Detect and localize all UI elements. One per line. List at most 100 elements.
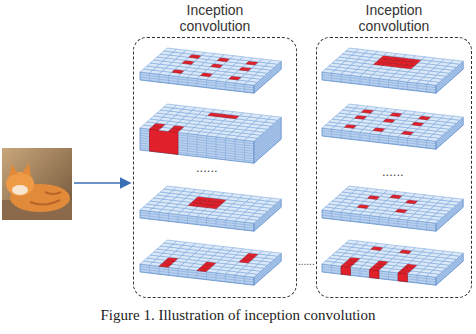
channel-line <box>244 140 245 162</box>
channel-line <box>216 273 217 281</box>
channel-line <box>197 135 198 157</box>
channel-line <box>426 84 427 92</box>
channel-line <box>187 270 188 278</box>
channel-line <box>322 218 436 231</box>
channel-line <box>379 135 380 143</box>
channel-line <box>331 129 332 137</box>
layer-front-face <box>322 210 436 231</box>
channel-line <box>197 217 198 225</box>
channel-line <box>417 139 418 147</box>
channel-line <box>178 214 179 222</box>
group-heading: Inception convolution <box>317 2 471 34</box>
channel-line <box>225 82 226 90</box>
channel-line <box>388 136 389 144</box>
channel-line <box>168 267 169 275</box>
layer-front-face <box>322 128 436 149</box>
kernel-front <box>341 266 351 275</box>
channel-line <box>426 222 427 230</box>
channel-line <box>206 272 207 280</box>
kernel-front <box>370 270 380 279</box>
channel-line <box>178 268 179 276</box>
channel-line <box>398 137 399 145</box>
channel-line <box>322 136 436 149</box>
channel-line <box>149 73 150 81</box>
channel-line <box>254 137 281 161</box>
channel-line <box>235 139 236 161</box>
channel-line <box>187 216 188 224</box>
channel-line <box>149 211 150 219</box>
channel-line <box>244 276 245 284</box>
channel-line <box>159 212 160 220</box>
channel-line <box>426 276 427 284</box>
channel-line <box>417 221 418 229</box>
grid-cell <box>450 198 463 202</box>
channel-line <box>197 79 198 87</box>
channel-line <box>159 74 160 82</box>
grid-cell <box>268 116 281 120</box>
kernel-front <box>150 129 179 154</box>
ellipsis-mark: ...... <box>196 160 218 175</box>
kernel-front <box>398 273 408 282</box>
channel-line <box>187 78 188 86</box>
channel-line <box>168 75 169 83</box>
channel-line <box>254 127 281 151</box>
channel-line <box>168 213 169 221</box>
channel-line <box>331 265 332 273</box>
channel-line <box>235 275 236 283</box>
channel-line <box>350 75 351 83</box>
cat-photo <box>2 148 72 220</box>
figure-caption: Figure 1. Illustration of inception conv… <box>0 307 476 324</box>
channel-line <box>341 130 342 138</box>
channel-line <box>140 272 254 285</box>
channel-line <box>417 275 418 283</box>
channel-line <box>331 211 332 219</box>
channel-line <box>197 271 198 279</box>
channel-line <box>417 83 418 91</box>
group-heading: Inception convolution <box>134 2 296 34</box>
channel-line <box>379 217 380 225</box>
channel-line <box>360 214 361 222</box>
grid-cell <box>268 252 281 256</box>
layer-front-face <box>140 72 254 93</box>
channel-line <box>216 81 217 89</box>
channel-line <box>159 266 160 274</box>
channel-line <box>206 136 207 158</box>
input-arrow <box>74 182 130 184</box>
channel-line <box>225 274 226 282</box>
channel-line <box>187 134 188 156</box>
grid-cell <box>268 60 281 64</box>
grid-cell <box>450 60 463 64</box>
channel-line <box>244 84 245 92</box>
channel-line <box>407 138 408 146</box>
channel-line <box>350 131 351 139</box>
channel-line <box>360 132 361 140</box>
channel-line <box>244 222 245 230</box>
channel-line <box>341 74 342 82</box>
channel-line <box>388 80 389 88</box>
channel-line <box>379 79 380 87</box>
channel-line <box>225 138 226 160</box>
channel-line <box>341 212 342 220</box>
layer-front-face <box>322 72 436 93</box>
channel-line <box>398 81 399 89</box>
layer-front-face <box>140 128 254 163</box>
channel-line <box>360 76 361 84</box>
channel-line <box>254 135 281 159</box>
channel-line <box>216 137 217 159</box>
channel-line <box>322 80 436 93</box>
channel-line <box>235 221 236 229</box>
channel-line <box>216 219 217 227</box>
channel-line <box>388 218 389 226</box>
channel-line <box>225 220 226 228</box>
grid-cell <box>268 198 281 202</box>
channel-line <box>369 216 370 224</box>
ellipsis-mark: ...... <box>382 164 404 179</box>
channel-line <box>407 82 408 90</box>
channel-line <box>331 73 332 81</box>
channel-line <box>350 213 351 221</box>
channel-line <box>398 219 399 227</box>
channel-line <box>149 265 150 273</box>
channel-line <box>369 78 370 86</box>
grid-cell <box>450 116 463 120</box>
